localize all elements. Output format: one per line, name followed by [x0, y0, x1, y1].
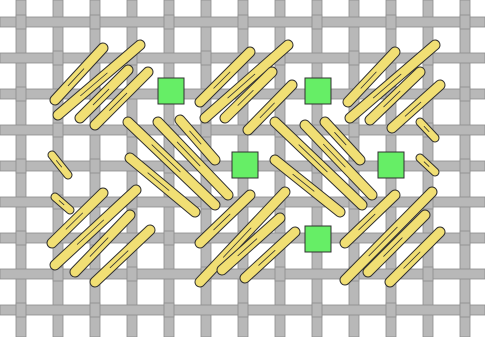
thread-crossing	[423, 267, 433, 281]
thread-crossing	[90, 159, 100, 173]
thread-crossing	[164, 303, 174, 317]
marker-square	[158, 78, 184, 104]
thread-crossing	[16, 159, 26, 173]
thread-crossing	[16, 15, 26, 29]
thread-crossing	[460, 303, 470, 317]
marker-square	[232, 152, 258, 178]
thread-crossing	[53, 123, 63, 137]
thread-crossing	[164, 231, 174, 245]
thread-crossing	[275, 267, 285, 281]
thread-crossing	[386, 303, 396, 317]
thread-crossing	[90, 303, 100, 317]
thread-crossing	[349, 51, 359, 65]
thread-crossing	[460, 231, 470, 245]
thread-crossing	[16, 303, 26, 317]
thread-crossing	[312, 303, 322, 317]
thread-crossing	[201, 123, 211, 137]
thread-crossing	[53, 51, 63, 65]
thread-crossing	[460, 87, 470, 101]
thread-crossing	[90, 15, 100, 29]
thread-crossing	[127, 267, 137, 281]
thread-crossing	[460, 159, 470, 173]
thread-crossing	[238, 15, 248, 29]
marker-square	[378, 152, 404, 178]
thread-crossing	[386, 15, 396, 29]
thread-crossing	[312, 15, 322, 29]
thread-crossing	[460, 15, 470, 29]
thread-crossing	[238, 303, 248, 317]
thread-crossing	[349, 123, 359, 137]
thread-crossing	[16, 87, 26, 101]
thread-crossing	[201, 51, 211, 65]
thread-crossing	[16, 231, 26, 245]
marker-square	[305, 226, 331, 252]
thread-crossing	[164, 15, 174, 29]
marker-square	[305, 78, 331, 104]
